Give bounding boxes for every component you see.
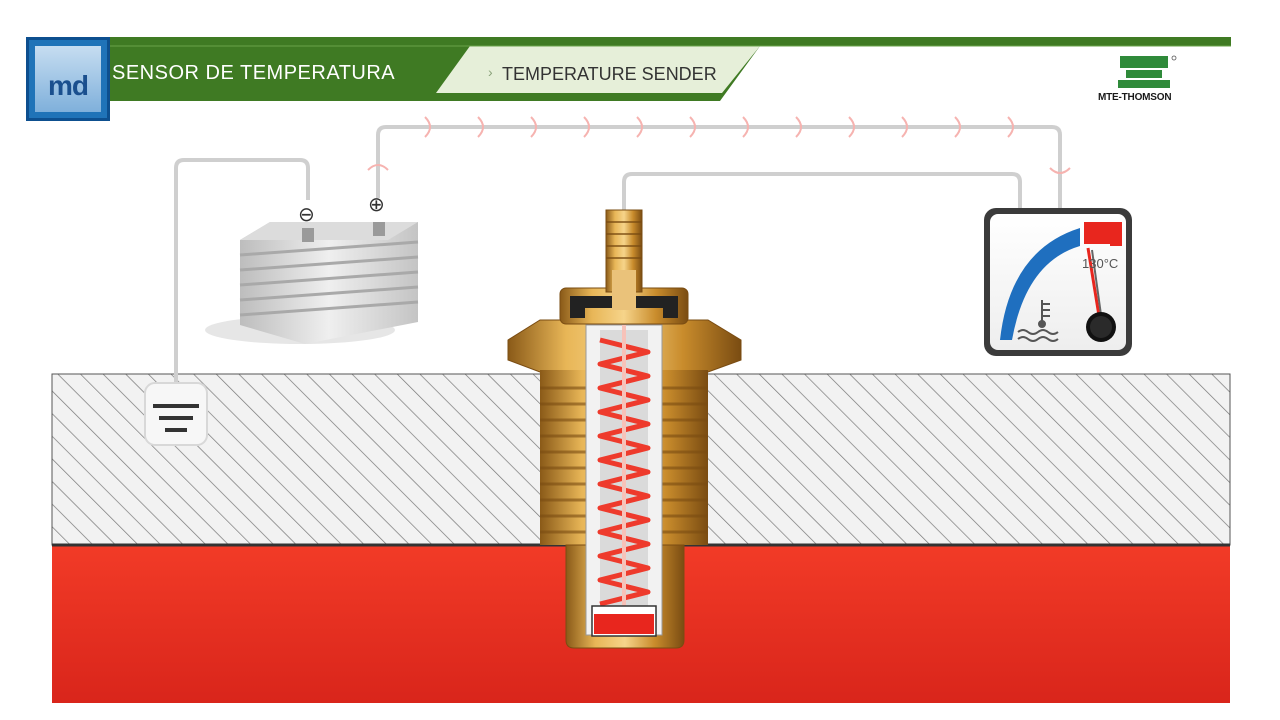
ground-icon [144,382,208,446]
battery-positive-symbol: ⊕ [368,192,385,216]
gauge-icon [984,208,1132,356]
chevron-right-icon: › [488,64,493,80]
logo-icon [1118,55,1177,88]
wires [174,125,1062,385]
md-logo: md [26,37,110,121]
header-band [100,37,1231,101]
md-logo-text: md [48,70,89,101]
battery-icon [205,222,419,344]
brand-name: MTE-THOMSON [1098,92,1172,103]
current-flow-indicators [367,116,1071,174]
coolant-temperature-icon [1017,300,1059,342]
page-subtitle: TEMPERATURE SENDER [502,64,717,84]
gauge-temperature-label: 130°C [1082,256,1119,271]
battery-negative-symbol: ⊖ [298,202,315,226]
temperature-sender [507,209,742,649]
page-title: SENSOR DE TEMPERATURA [112,62,396,84]
